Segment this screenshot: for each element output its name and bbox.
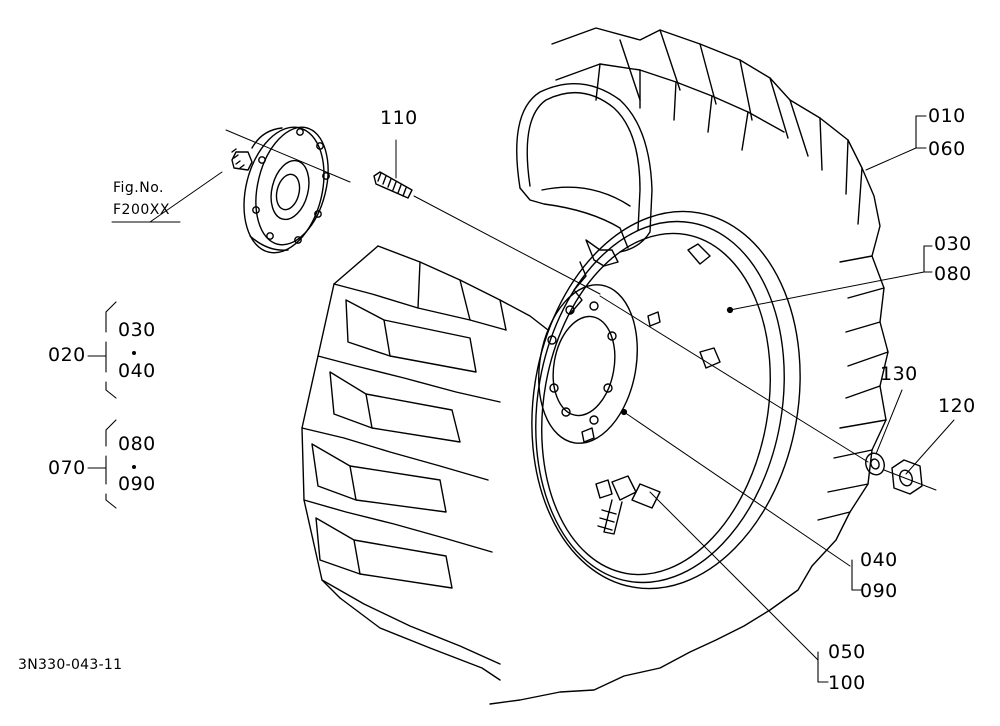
axle-hub-flange (231, 126, 330, 254)
callout-030-right: 030 (934, 233, 972, 255)
callout-110: 110 (380, 107, 418, 129)
callout-130: 130 (880, 363, 918, 385)
callout-brackets (87, 115, 933, 683)
callout-060: 060 (928, 138, 966, 160)
figure-ref-number: F200XX (113, 202, 170, 218)
callout-040-right: 040 (860, 549, 898, 571)
stud-bolt (373, 171, 413, 199)
callout-dot-030 (726, 306, 734, 314)
group-020-separator-dot (132, 351, 136, 355)
callout-120: 120 (938, 395, 976, 417)
washer (865, 452, 885, 476)
group-020-top: 030 (118, 319, 156, 341)
tire-tread-right (489, 27, 889, 705)
callout-050: 050 (828, 641, 866, 663)
callout-dot-040 (620, 408, 628, 416)
group-020-parent: 020 (48, 344, 86, 366)
group-070-parent: 070 (48, 457, 86, 479)
valve-assembly (597, 475, 661, 535)
callout-010: 010 (928, 105, 966, 127)
hex-nut (891, 459, 923, 495)
callout-090-right: 090 (860, 580, 898, 602)
callout-080-right: 080 (934, 263, 972, 285)
tire-cross-section (516, 82, 653, 315)
figure-ref-label: Fig.No. (113, 180, 165, 196)
wheel-rim (531, 210, 801, 590)
leader-lines (111, 129, 955, 661)
tire-tread-left (301, 245, 549, 681)
diagram-code: 3N330-043-11 (18, 657, 123, 673)
callout-100: 100 (828, 672, 866, 694)
group-070-top: 080 (118, 433, 156, 455)
group-070-bottom: 090 (118, 473, 156, 495)
group-070-separator-dot (132, 465, 136, 469)
group-020-bottom: 040 (118, 360, 156, 382)
